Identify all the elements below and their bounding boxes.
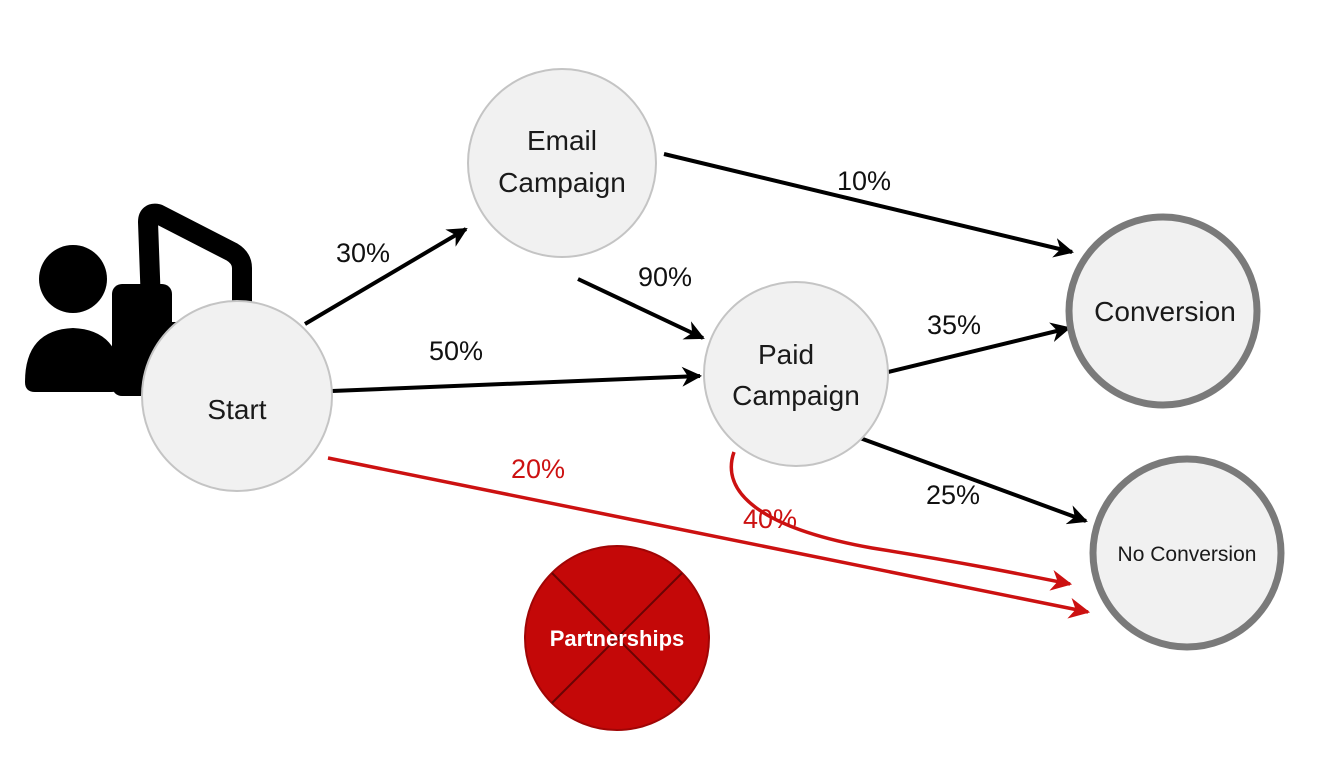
- edge-start-email: [303, 227, 468, 326]
- node-conversion-label: Conversion: [1094, 296, 1236, 327]
- node-start-label: Start: [207, 394, 266, 425]
- edge-label-paid-conversion: 35%: [927, 310, 981, 340]
- edge-label-email-conversion: 10%: [837, 166, 891, 196]
- edge-label-email-paid: 90%: [638, 262, 692, 292]
- edge-label-paid-noconversion: 25%: [926, 480, 980, 510]
- node-partnerships-removed[interactable]: Partnerships: [524, 545, 710, 731]
- edge-start-paid: [331, 366, 702, 393]
- node-paid-label-line2: Campaign: [732, 380, 860, 411]
- cross-out-line: [551, 572, 683, 704]
- edge-paid-conversion: [887, 322, 1071, 374]
- edge-paid-noconversion-red: [729, 451, 1073, 591]
- node-email-label-line1: Email: [527, 125, 597, 156]
- node-email-label-line2: Campaign: [498, 167, 626, 198]
- node-no-conversion-label: No Conversion: [1118, 543, 1257, 566]
- node-conversion[interactable]: Conversion: [1065, 213, 1261, 409]
- node-partnerships-label: Partnerships: [550, 626, 685, 651]
- edge-label-start-email: 30%: [336, 238, 390, 268]
- edge-email-paid: [577, 277, 705, 340]
- edge-start-noconversion: [327, 456, 1091, 619]
- edge-paid-noconversion: [859, 436, 1088, 525]
- node-start[interactable]: Start: [141, 300, 333, 492]
- edge-label-paid-noconversion-red: 40%: [743, 504, 797, 534]
- edge-email-conversion: [663, 152, 1074, 258]
- edge-label-start-noconversion: 20%: [511, 454, 565, 484]
- edge-label-start-paid: 50%: [429, 336, 483, 366]
- node-email-campaign[interactable]: Email Campaign: [467, 68, 657, 258]
- node-paid-label-line1: Paid: [758, 339, 814, 370]
- node-no-conversion[interactable]: No Conversion: [1089, 455, 1285, 651]
- node-paid-campaign[interactable]: Paid Campaign: [703, 281, 889, 467]
